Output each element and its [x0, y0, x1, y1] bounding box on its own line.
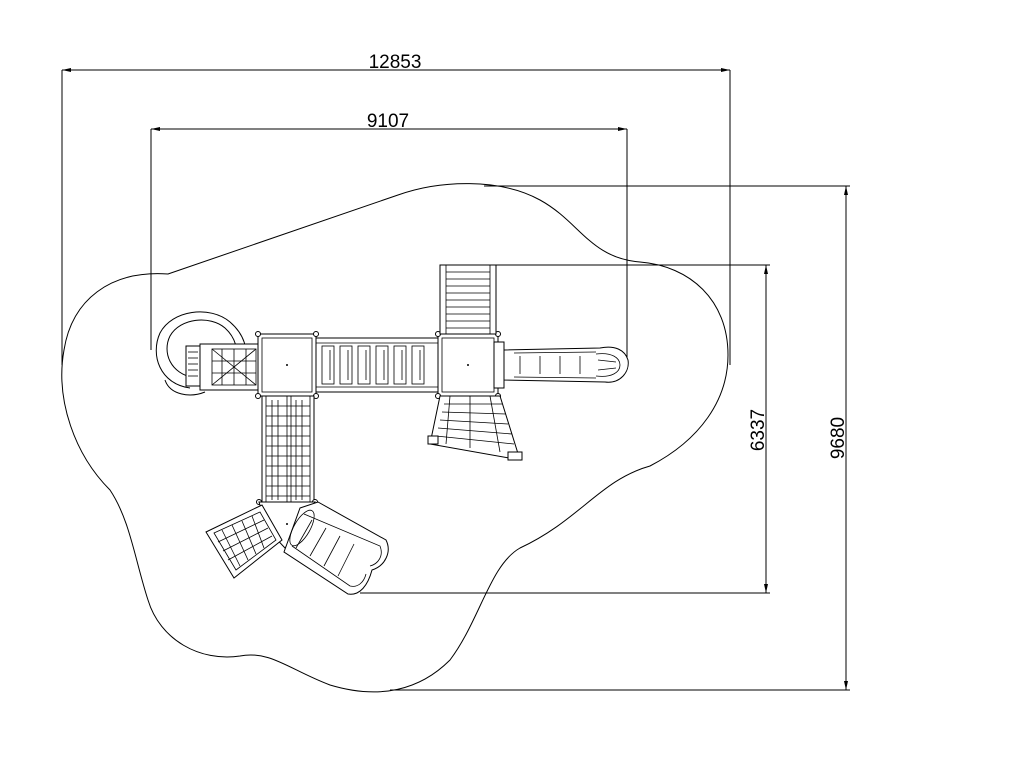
- cross-panel: [199, 343, 259, 391]
- equipment-width-label: 9107: [367, 111, 409, 132]
- left-deck: [255, 331, 319, 399]
- safety-zone-outline: [61, 183, 729, 693]
- dimension-overall-depth: 9680: [390, 185, 850, 691]
- angled-slide: [283, 501, 389, 595]
- overall-width-label: 12853: [369, 52, 422, 73]
- rope-climber: [427, 395, 523, 461]
- right-slide: [503, 346, 629, 383]
- equipment-depth-label: 6337: [748, 409, 769, 451]
- overall-depth-label: 9680: [828, 417, 849, 459]
- dimension-equipment-width: 9107: [150, 111, 628, 360]
- angled-net-panel: [205, 504, 283, 579]
- spiral-slide: [155, 311, 247, 396]
- dimension-equipment-depth: 6337: [360, 264, 770, 594]
- dimension-overall-width: 12853: [61, 52, 731, 365]
- right-deck: [435, 331, 505, 399]
- net-climber: [256, 395, 318, 505]
- top-ladder: [439, 264, 497, 335]
- playground-equipment: [155, 264, 629, 595]
- bridge: [315, 337, 439, 393]
